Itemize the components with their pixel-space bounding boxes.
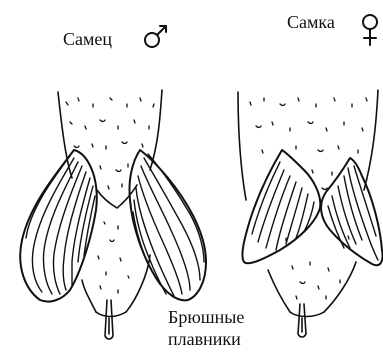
female-symbol-icon: [363, 15, 377, 45]
female-right-pelvic-fin: [321, 158, 382, 265]
male-scale-marks: [66, 98, 154, 293]
male-body: [58, 90, 162, 339]
male-right-pelvic-fin: [129, 150, 206, 300]
male-left-pelvic-fin: [20, 150, 97, 302]
female-left-pelvic-fin: [242, 150, 320, 263]
male-symbol-icon: [145, 26, 166, 47]
